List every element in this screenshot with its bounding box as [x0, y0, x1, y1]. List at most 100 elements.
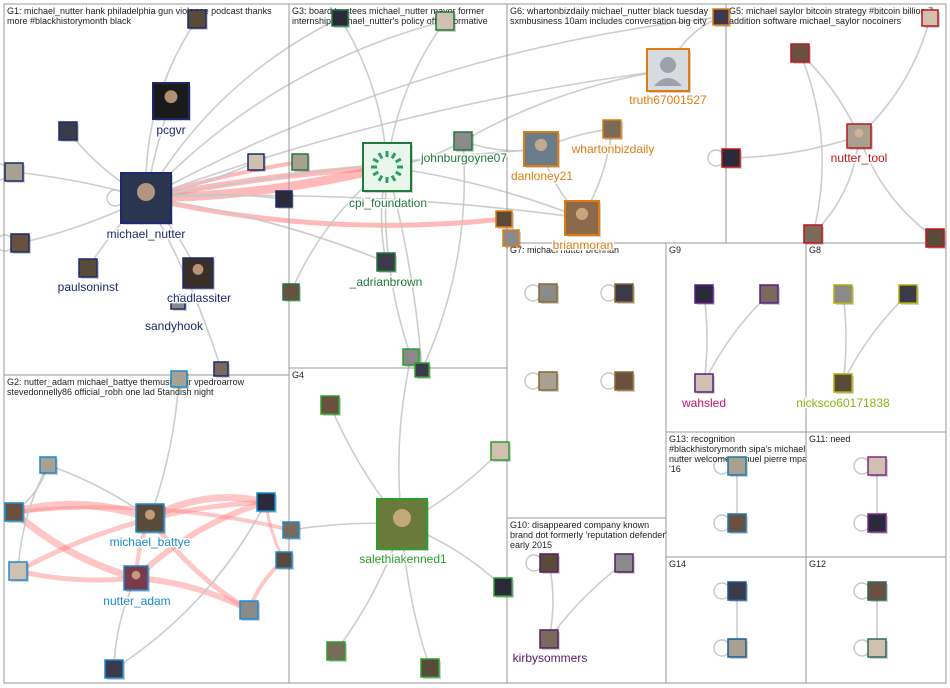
node-nicksco60171838[interactable] — [833, 373, 854, 394]
node-g2g[interactable] — [239, 600, 260, 621]
node-g1g[interactable] — [187, 9, 208, 30]
node-g1e[interactable] — [275, 190, 294, 209]
node-g1f[interactable] — [213, 361, 230, 378]
node-g10a[interactable] — [539, 553, 560, 574]
node-g9a[interactable] — [694, 284, 715, 305]
node-g4c[interactable] — [493, 577, 514, 598]
group-panel-g12 — [805, 556, 947, 684]
node-g2d[interactable] — [256, 492, 277, 513]
node-brianmoran[interactable] — [564, 200, 601, 237]
node-pcgvr[interactable] — [152, 82, 191, 121]
node-g11b[interactable] — [867, 513, 888, 534]
graph-edge — [462, 69, 669, 142]
graph-edge — [548, 562, 554, 640]
node-g5b[interactable] — [921, 9, 940, 28]
node-g7d[interactable] — [614, 371, 635, 392]
node-g5e[interactable] — [925, 228, 946, 249]
node-g4e[interactable] — [420, 658, 441, 679]
node-paulsoninst[interactable] — [78, 258, 99, 279]
node-g7c[interactable] — [538, 371, 559, 392]
node-g3c[interactable] — [435, 11, 456, 32]
node-g4b[interactable] — [490, 441, 511, 462]
node-label-chadlassiter: chadlassiter — [167, 291, 231, 305]
node-michael-battye[interactable] — [135, 503, 166, 534]
node-g6c[interactable] — [712, 8, 731, 27]
graph-edge — [143, 195, 507, 228]
group-title-g1: G1: michael_nutter hank philadelphia gun… — [7, 6, 272, 26]
node--adrianbrown[interactable] — [376, 252, 397, 273]
node-g12a[interactable] — [867, 581, 888, 602]
node-g4d[interactable] — [326, 641, 347, 662]
node-michael-nutter[interactable] — [120, 172, 173, 225]
node-g13b[interactable] — [727, 513, 748, 534]
node-g5c[interactable] — [721, 148, 742, 169]
node-sandyhook[interactable] — [170, 294, 187, 311]
node-truth67001527[interactable] — [646, 48, 691, 93]
node-label-nutter-tool: nutter_tool — [831, 151, 888, 165]
node-danloney21[interactable] — [523, 131, 560, 168]
graph-edge — [842, 293, 847, 384]
node-kirbysommers[interactable] — [539, 629, 560, 650]
node-g5a[interactable] — [790, 43, 811, 64]
node-g3a[interactable] — [291, 153, 310, 172]
node-g10b[interactable] — [614, 553, 635, 574]
graph-edge — [133, 499, 269, 581]
node-g7a[interactable] — [538, 283, 559, 304]
group-title-g2: G2: nutter_adam michael_battye themusict… — [7, 377, 245, 397]
node-g2h[interactable] — [104, 659, 125, 680]
node-chadlassiter[interactable] — [182, 257, 215, 290]
node-g5d[interactable] — [803, 224, 824, 245]
node-g8b[interactable] — [898, 284, 919, 305]
group-title-g6: G6: whartonbizdaily michael_nutter black… — [510, 6, 709, 26]
graph-edge — [145, 20, 446, 199]
group-title-g14: G14 — [669, 559, 686, 569]
node-cpi-foundation[interactable] — [362, 142, 413, 193]
node-wahsled[interactable] — [694, 373, 715, 394]
node-g13a[interactable] — [727, 456, 748, 477]
node-g1d[interactable] — [247, 153, 266, 172]
group-panels: G1: michael_nutter hank philadelphia gun… — [3, 3, 947, 684]
node-label--adrianbrown: _adrianbrown — [349, 275, 423, 289]
node-g11a[interactable] — [867, 456, 888, 477]
node-g2a[interactable] — [39, 456, 58, 475]
node-g8a[interactable] — [833, 284, 854, 305]
node-g4g[interactable] — [414, 362, 431, 379]
node-g9b[interactable] — [759, 284, 780, 305]
graph-edge — [799, 52, 823, 235]
node-g2b[interactable] — [4, 502, 25, 523]
node-g3b[interactable] — [282, 283, 301, 302]
node-g14a[interactable] — [727, 581, 748, 602]
graph-edge — [730, 135, 860, 159]
node-g1c[interactable] — [10, 233, 31, 254]
node-whartonbizdaily[interactable] — [602, 119, 623, 140]
node-nutter-adam[interactable] — [123, 565, 150, 592]
node-salethiakenned1[interactable] — [376, 498, 429, 551]
node-johnburgoyne07[interactable] — [453, 131, 474, 152]
node-g1a[interactable] — [58, 121, 79, 142]
node-g2f[interactable] — [275, 551, 294, 570]
group-title-g12: G12 — [809, 559, 826, 569]
graph-edge — [421, 140, 466, 371]
node-g14b[interactable] — [727, 638, 748, 659]
node-label-danloney21: danloney21 — [511, 169, 573, 183]
group-title-g11: G11: need — [809, 434, 850, 444]
group-title-g9: G9 — [669, 245, 681, 255]
node-g1b[interactable] — [4, 162, 25, 183]
node-label-johnburgoyne07: johnburgoyne07 — [420, 151, 507, 165]
node-label-cpi-foundation: cpi_foundation — [349, 196, 427, 210]
node-g12b[interactable] — [867, 638, 888, 659]
node-label-michael-nutter: michael_nutter — [107, 227, 186, 241]
node-g3d[interactable] — [331, 9, 350, 28]
node-g7b[interactable] — [614, 283, 635, 304]
graph-edge — [858, 135, 936, 239]
node-nutter-tool[interactable] — [846, 123, 873, 150]
node-g2e[interactable] — [282, 521, 301, 540]
node-g4a[interactable] — [320, 395, 341, 416]
group-title-g7: G7: michael nutter brennan — [510, 245, 619, 255]
node-g2c[interactable] — [8, 561, 29, 582]
graph-edge — [149, 378, 180, 519]
node-g6a[interactable] — [495, 210, 514, 229]
node-g2i[interactable] — [170, 370, 189, 389]
node-g6b[interactable] — [502, 229, 521, 248]
